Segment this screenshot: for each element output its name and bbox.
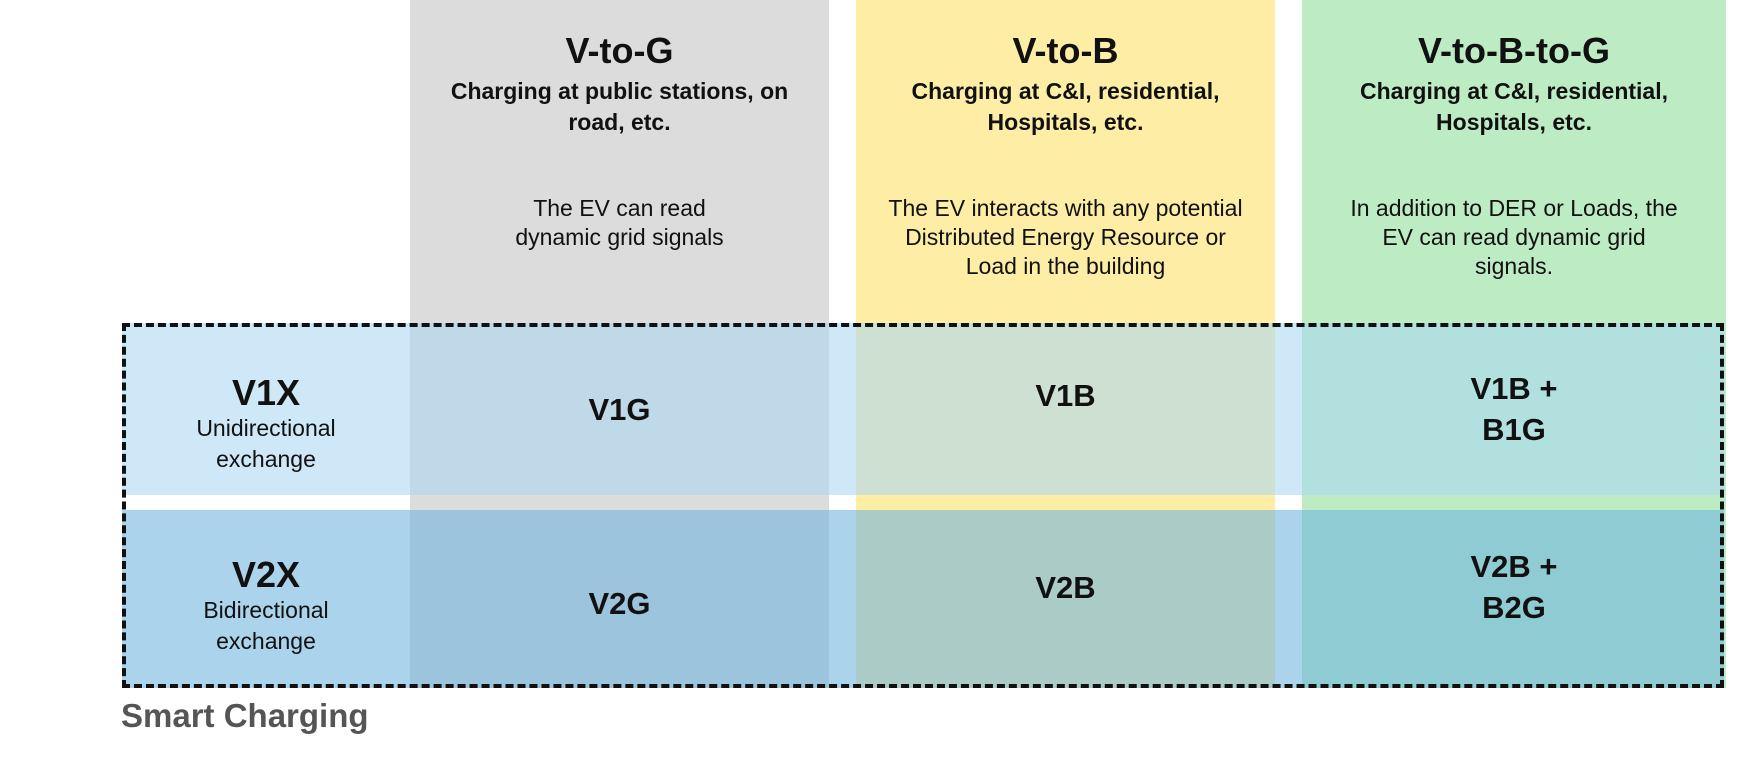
cell-label: V2B <box>1035 569 1096 605</box>
column-title: V-to-B-to-G <box>1418 30 1610 71</box>
row-label-v2x: V2X Bidirectional exchange <box>122 555 410 657</box>
row-title: V2X <box>231 554 301 595</box>
column-title: V-to-G <box>565 30 674 71</box>
cell-label: V2G <box>588 585 651 621</box>
row-title: V1X <box>231 372 301 413</box>
cell-label: V2B + B2G <box>1470 549 1558 625</box>
column-description: The EV interacts with any potential Dist… <box>888 195 1243 279</box>
column-subtitle: Charging at C&I, residential, Hospitals,… <box>1360 78 1668 135</box>
cell-v2g: V2G <box>410 510 829 688</box>
row-subtitle: Bidirectional exchange <box>203 597 329 654</box>
column-description: The EV can read dynamic grid signals <box>515 195 724 250</box>
column-header-v-to-b-to-g: V-to-B-to-G Charging at C&I, residential… <box>1302 0 1726 320</box>
column-title: V-to-B <box>1012 30 1119 71</box>
smart-charging-label: Smart Charging <box>121 697 369 734</box>
row-band-v2x <box>122 510 1724 688</box>
row-subtitle: Unidirectional exchange <box>196 415 336 472</box>
column-header-v-to-b: V-to-B Charging at C&I, residential, Hos… <box>856 0 1275 320</box>
column-subtitle: Charging at C&I, residential, Hospitals,… <box>911 78 1220 135</box>
column-header-v-to-g: V-to-G Charging at public stations, on r… <box>410 0 829 320</box>
cell-label: V1B + B1G <box>1470 371 1558 447</box>
cell-label: V1G <box>588 391 651 427</box>
row-band-v1x <box>122 323 1724 495</box>
column-description: In addition to DER or Loads, the EV can … <box>1350 195 1678 279</box>
cell-v1b-b1g: V1B + B1G <box>1302 323 1726 495</box>
cell-v2b-b2g: V2B + B2G <box>1302 510 1726 688</box>
cell-v1g: V1G <box>410 323 829 495</box>
cell-label: V1B <box>1035 377 1096 413</box>
cell-v1b: V1B <box>856 323 1275 495</box>
cell-v2b: V2B <box>856 510 1275 688</box>
row-label-v1x: V1X Unidirectional exchange <box>122 373 410 475</box>
smart-charging-outline <box>122 323 1724 688</box>
column-subtitle: Charging at public stations, on road, et… <box>450 78 789 135</box>
